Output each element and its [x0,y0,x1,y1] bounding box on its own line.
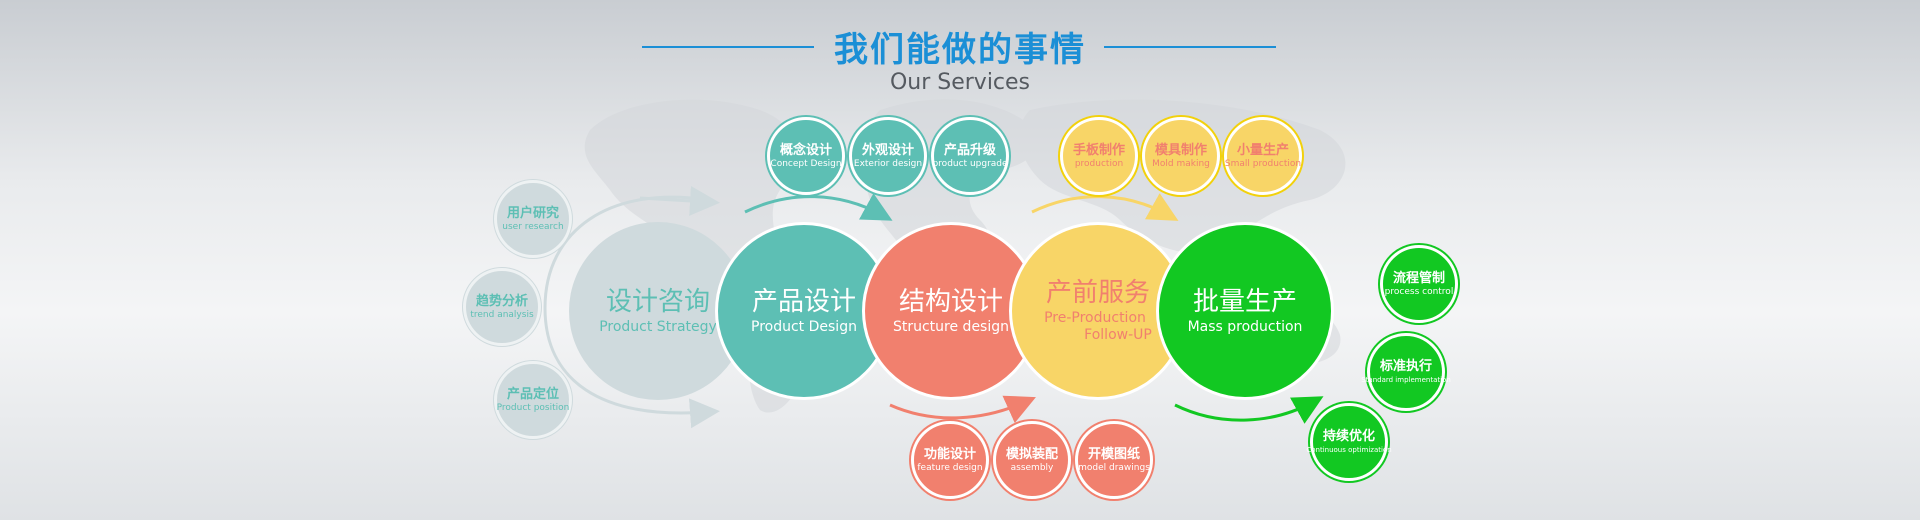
design-item-concept: 概念设计 Concept Design [767,117,845,195]
stage-cn-label: 设计咨询 [605,286,710,317]
structure-item-feature: 功能设计 feature design [911,421,989,499]
stage-cn-label: 结构设计 [898,286,1003,317]
design-item-upgrade: 产品升级 product upgrade [931,117,1009,195]
stage-en-label-line1: Pre-Production [1044,310,1146,326]
stage-product-strategy: 设计咨询 Product Strategy [569,222,747,400]
stage-cn-label: 产前服务 [1045,278,1150,308]
structure-item-assembly: 模拟装配 assembly [993,421,1071,499]
mass-arrow [1174,396,1324,424]
page-title: 我们能做的事情 [834,30,1086,70]
mass-item-process-control: 流程管制 process control [1380,245,1458,323]
mass-item-optimization: 持续优化 Continuous optimization [1306,403,1392,481]
item-en-label: assembly [1010,462,1054,473]
item-en-label: process control [1384,286,1454,297]
item-en-label: user research [502,221,564,232]
preproduction-item-small-batch: 小量生产 Small production [1224,117,1302,195]
item-en-label: Continuous optimization [1306,445,1392,454]
item-en-label: Product position [496,402,570,413]
stage-cn-label: 产品设计 [751,286,856,317]
item-cn-label: 模具制作 [1154,142,1207,158]
item-cn-label: 趋势分析 [475,293,528,309]
item-cn-label: 功能设计 [923,446,976,462]
research-item-trend-analysis: 趋势分析 trend analysis [463,268,541,346]
item-en-label: Standard implementation [1361,375,1451,384]
preproduction-arrow [1031,193,1179,221]
research-item-product-position: 产品定位 Product position [494,361,572,439]
stage-mass-production: 批量生产 Mass production [1156,222,1334,400]
item-en-label: feature design [917,462,983,473]
item-cn-label: 手板制作 [1072,142,1125,158]
preproduction-item-handboard: 手板制作 production [1060,117,1138,195]
item-en-label: Small production [1224,158,1302,169]
stage-en-label: Product Strategy [599,318,717,335]
item-en-label: product upgrade [932,158,1008,169]
item-cn-label: 外观设计 [861,142,914,158]
item-cn-label: 小量生产 [1236,142,1289,158]
item-cn-label: 产品升级 [943,142,996,158]
item-cn-label: 用户研究 [506,205,559,221]
item-cn-label: 流程管制 [1392,270,1445,286]
item-cn-label: 持续优化 [1322,428,1375,444]
item-en-label: model drawings [1078,462,1150,473]
stage-en-label: Structure design [892,318,1010,335]
research-arc [543,195,720,429]
title-line-right [1104,46,1276,48]
item-en-label: Concept Design [770,158,842,169]
stage-en-label: Mass production [1187,318,1303,335]
stage-cn-label: 批量生产 [1192,286,1297,317]
stage-en-label: Product Design [751,318,857,335]
design-arrow [744,193,893,221]
stage-en-label-line2: Follow-UP [1084,327,1152,343]
research-item-user-research: 用户研究 user research [494,180,572,258]
item-en-label: trend analysis [470,309,534,320]
item-cn-label: 模拟装配 [1005,446,1058,462]
preproduction-item-mold: 模具制作 Mold making [1142,117,1220,195]
title-line-left [642,46,814,48]
research-arc-top-arrow [639,185,720,216]
item-cn-label: 产品定位 [506,386,559,402]
structure-arrow [889,395,1036,424]
item-en-label: Mold making [1152,158,1210,169]
item-cn-label: 标准执行 [1379,358,1432,374]
item-cn-label: 概念设计 [779,142,832,158]
structure-item-drawings: 开模图纸 model drawings [1075,421,1153,499]
item-en-label: Exterior design [853,158,923,169]
item-cn-label: 开模图纸 [1087,446,1140,462]
page-subtitle: Our Services [889,70,1031,95]
item-en-label: production [1074,158,1124,169]
mass-item-standard: 标准执行 Standard implementation [1361,333,1451,411]
design-item-exterior: 外观设计 Exterior design [849,117,927,195]
